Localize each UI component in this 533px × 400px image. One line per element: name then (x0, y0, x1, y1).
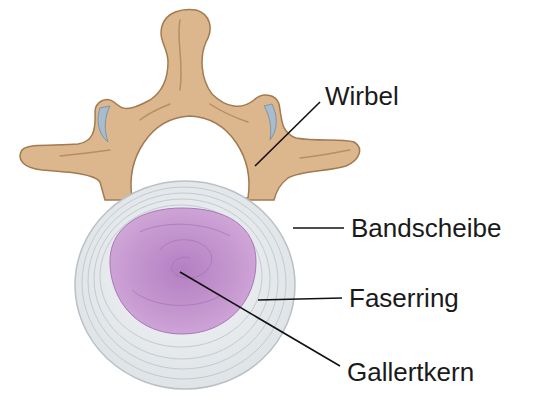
part-label: Gallertkern (347, 357, 474, 387)
part-label: Bandscheibe (351, 213, 501, 243)
articular-facet (98, 106, 110, 142)
nucleus-pulposus (110, 208, 256, 334)
vertebra-bone (20, 10, 360, 200)
leader-lines (180, 102, 344, 366)
annulus-fibrosus (75, 181, 295, 389)
part-label: Faserring (349, 283, 459, 313)
annulus-rings (82, 187, 286, 379)
part-label: Wirbel (325, 81, 399, 111)
articular-facet (264, 104, 276, 140)
